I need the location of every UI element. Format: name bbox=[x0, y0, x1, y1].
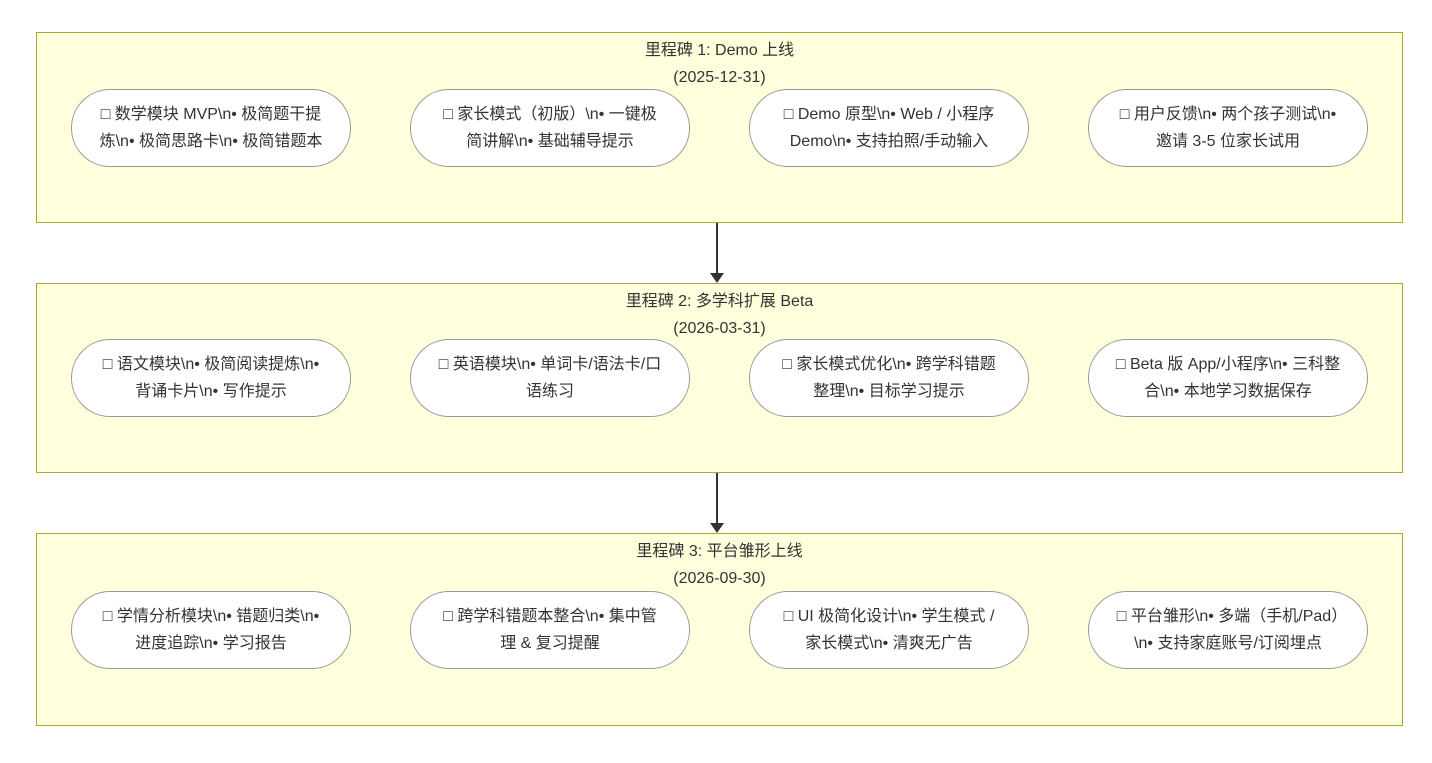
arrow-shaft bbox=[716, 473, 718, 523]
milestone-2-date: (2026-03-31) bbox=[673, 320, 766, 337]
task-node: □ UI 极简化设计\n• 学生模式 / 家长模式\n• 清爽无广告 bbox=[749, 590, 1029, 669]
task-node: □ 家长模式（初版）\n• 一键极简讲解\n• 基础辅导提示 bbox=[410, 88, 690, 167]
milestone-2-title: 里程碑 2: 多学科扩展 Beta bbox=[625, 293, 814, 310]
milestone-1-date: (2025-12-31) bbox=[673, 69, 766, 86]
task-node: □ Demo 原型\n• Web / 小程序 Demo\n• 支持拍照/手动输入 bbox=[749, 88, 1029, 167]
task-node: □ 家长模式优化\n• 跨学科错题整理\n• 目标学习提示 bbox=[749, 339, 1029, 417]
milestone-3-nodes-row: □ 学情分析模块\n• 错题归类\n• 进度追踪\n• 学习报告 □ 跨学科错题… bbox=[37, 534, 1402, 725]
milestone-1-box: 里程碑 1: Demo 上线 (2025-12-31) □ 数学模块 MVP\n… bbox=[36, 32, 1403, 223]
task-node: □ 语文模块\n• 极简阅读提炼\n• 背诵卡片\n• 写作提示 bbox=[71, 339, 351, 417]
milestone-2-label: 里程碑 2: 多学科扩展 Beta (2026-03-31) bbox=[37, 288, 1402, 342]
task-node: □ Beta 版 App/小程序\n• 三科整合\n• 本地学习数据保存 bbox=[1088, 339, 1368, 417]
arrow-head-icon bbox=[710, 523, 724, 533]
milestone-3-box: 里程碑 3: 平台雏形上线 (2026-09-30) □ 学情分析模块\n• 错… bbox=[36, 533, 1403, 726]
milestone-3-label: 里程碑 3: 平台雏形上线 (2026-09-30) bbox=[37, 538, 1402, 592]
task-node: □ 平台雏形\n• 多端（手机/Pad）\n• 支持家庭账号/订阅埋点 bbox=[1088, 590, 1368, 669]
task-node: □ 学情分析模块\n• 错题归类\n• 进度追踪\n• 学习报告 bbox=[71, 590, 351, 669]
milestone-2-box: 里程碑 2: 多学科扩展 Beta (2026-03-31) □ 语文模块\n•… bbox=[36, 283, 1403, 473]
milestone-1-title: 里程碑 1: Demo 上线 bbox=[644, 42, 795, 59]
arrow-shaft bbox=[716, 223, 718, 273]
flow-arrow-down-2 bbox=[710, 473, 724, 533]
milestone-3-title: 里程碑 3: 平台雏形上线 bbox=[636, 543, 803, 560]
task-node: □ 跨学科错题本整合\n• 集中管理 & 复习提醒 bbox=[410, 590, 690, 669]
flow-arrow-down-1 bbox=[710, 223, 724, 283]
arrow-head-icon bbox=[710, 273, 724, 283]
milestone-2-nodes-row: □ 语文模块\n• 极简阅读提炼\n• 背诵卡片\n• 写作提示 □ 英语模块\… bbox=[37, 284, 1402, 472]
task-node: □ 英语模块\n• 单词卡/语法卡/口语练习 bbox=[410, 339, 690, 417]
task-node: □ 用户反馈\n• 两个孩子测试\n• 邀请 3-5 位家长试用 bbox=[1088, 88, 1368, 167]
milestone-1-label: 里程碑 1: Demo 上线 (2025-12-31) bbox=[37, 37, 1402, 91]
milestone-1-nodes-row: □ 数学模块 MVP\n• 极简题干提炼\n• 极简思路卡\n• 极简错题本 □… bbox=[37, 33, 1402, 222]
milestone-3-date: (2026-09-30) bbox=[673, 570, 766, 587]
task-node: □ 数学模块 MVP\n• 极简题干提炼\n• 极简思路卡\n• 极简错题本 bbox=[71, 88, 351, 167]
